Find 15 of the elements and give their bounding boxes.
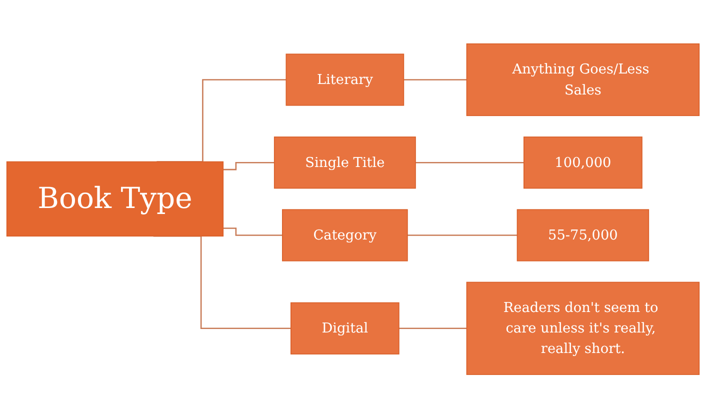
node-box: Literary <box>286 53 404 106</box>
connector <box>415 162 524 164</box>
node-box: Digital <box>290 302 400 354</box>
node-box: Readers don't seem to care unless it's really, really short. <box>466 282 700 375</box>
connector <box>407 234 518 236</box>
node-box: Single Title <box>274 136 416 188</box>
node-box: Book Type <box>6 161 224 236</box>
connector <box>398 328 467 329</box>
node-box: Anything Goes/Less Sales <box>466 43 700 116</box>
node-box: Category <box>282 209 408 262</box>
connector <box>223 227 282 236</box>
connector <box>223 162 274 170</box>
node-box: 55-75,000 <box>516 209 650 262</box>
node-box: 100,000 <box>524 136 642 188</box>
connector <box>404 78 467 80</box>
